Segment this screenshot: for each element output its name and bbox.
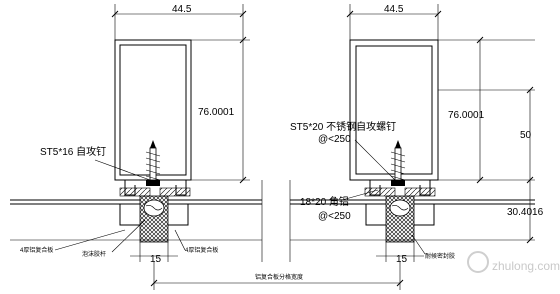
right-bottom-profile — [364, 180, 436, 197]
left-bottom-profile — [119, 180, 191, 197]
right-width-label: 44.5 — [384, 4, 404, 15]
watermark: zhulong.com — [467, 251, 560, 273]
left-gap-label: 15 — [150, 254, 162, 265]
right-screw-callout: ST5*20 不锈钢自攻螺钉 @<250 — [290, 120, 396, 181]
left-width-dimension: 44.5 — [111, 4, 247, 40]
right-height-label: 76.0001 — [448, 110, 485, 121]
right-screw — [390, 140, 406, 186]
right-screw-label: ST5*20 不锈钢自攻螺钉 — [290, 120, 396, 133]
right-sealant-block — [385, 195, 415, 243]
right-gap-label: 15 — [396, 254, 408, 265]
bottom-caption: 铝复合板分格宽度 — [255, 273, 303, 281]
left-screw-callout: ST5*16 自攻钉 — [40, 145, 151, 181]
right-detail: 44.5 76.0001 50 30.4016 — [289, 4, 544, 265]
left-bottom-labels: 4厚铝复合板 泡沫胶杆 4厚铝复合板 — [20, 219, 218, 258]
left-sealant-block — [139, 195, 169, 243]
left-height-label: 76.0001 — [198, 107, 235, 118]
right-height-dimension: 76.0001 50 30.4016 — [438, 36, 544, 244]
right-sealant-label: 耐候密封胶 — [425, 252, 455, 260]
left-screw-label: ST5*16 自攻钉 — [40, 145, 106, 158]
left-bottom-left-label: 4厚铝复合板 — [20, 246, 53, 254]
right-screw-spacing: @<250 — [318, 134, 351, 145]
left-width-label: 44.5 — [172, 4, 192, 15]
left-height-dimension: 76.0001 — [191, 36, 250, 184]
left-bottom-right-label: 4厚铝复合板 — [185, 246, 218, 254]
watermark-text: zhulong.com — [492, 259, 560, 273]
right-gap-dimension: 15 — [376, 242, 424, 265]
right-side-dimension-label: 50 — [520, 130, 532, 141]
left-detail: 44.5 76.0001 ST5*16 自攻钉 — [10, 4, 263, 265]
right-lower-dimension-label: 30.4016 — [507, 207, 544, 218]
left-panels — [10, 180, 263, 262]
right-width-dimension: 44.5 — [346, 4, 442, 40]
bottom-span-dimension: 铝复合板分格宽度 — [150, 262, 404, 290]
right-panels — [289, 180, 535, 262]
right-angle-label: 18*20 角铝 — [300, 196, 349, 208]
left-gasket-label: 泡沫胶杆 — [82, 250, 106, 258]
left-gap-dimension: 15 — [130, 242, 178, 265]
right-angle-spacing: @<250 — [318, 211, 351, 222]
left-screw — [145, 140, 161, 186]
right-sealant-callout: 耐候密封胶 — [411, 234, 455, 260]
